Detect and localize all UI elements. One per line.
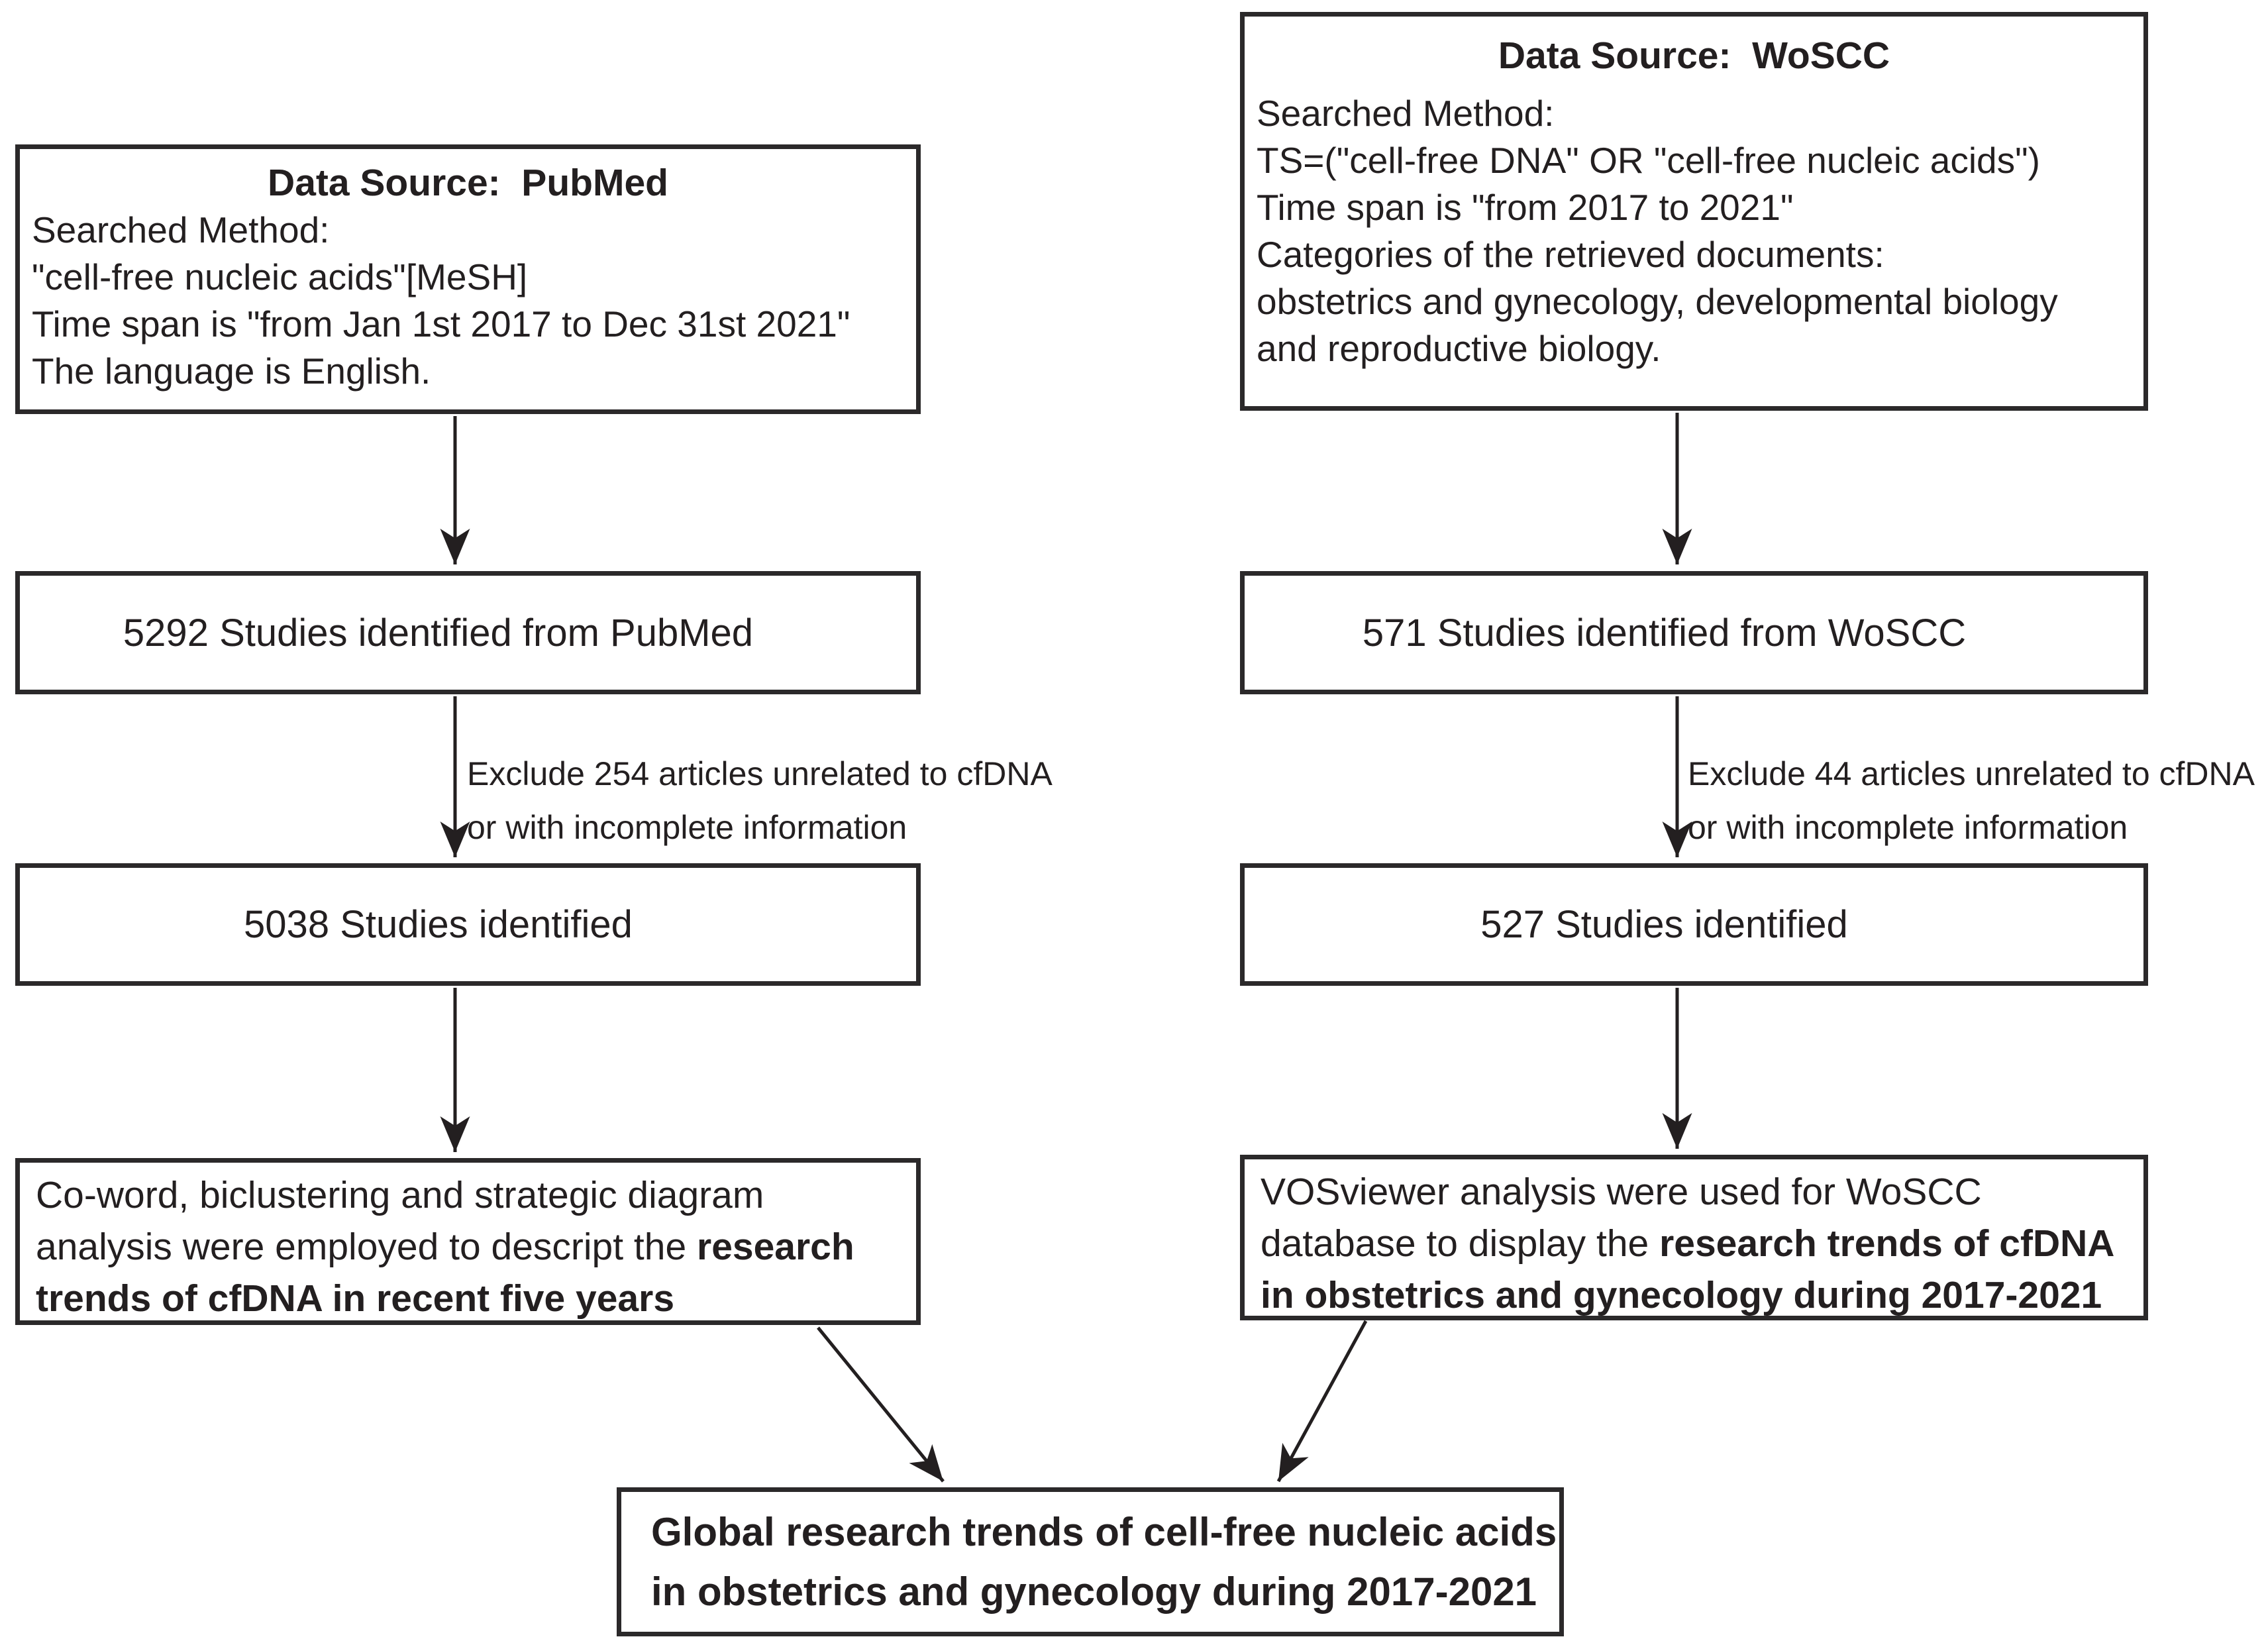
pubmed-source-box: Data Source: PubMed Searched Method: "cel… [15, 144, 921, 414]
bold-text-segment: research [697, 1226, 854, 1268]
pubmed-source-title: Data Source: PubMed [268, 162, 668, 204]
bold-text-segment: research trends of cfDNA [1659, 1222, 2115, 1265]
text-line: Categories of the retrieved documents: [1257, 234, 1884, 275]
woscc-screened-box: 527 Studies identified [1240, 863, 2148, 986]
arrow-woscc-analysis-to-final [1276, 1320, 1368, 1483]
text-line: analysis were employed to descript the r… [36, 1221, 903, 1273]
text-segment: VOSviewer analysis were used for WoSCC [1261, 1171, 1982, 1213]
text-segment: database to display the [1261, 1222, 1660, 1265]
text-line: Searched Method: [32, 209, 330, 250]
text-line: or with incomplete information [467, 809, 907, 846]
woscc-source-details: Searched Method: TS=("cell-free DNA" OR "… [1257, 90, 2132, 372]
text-line: in obstetrics and gynecology during 2017… [651, 1569, 1537, 1614]
text-line: trends of cfDNA in recent five years [36, 1273, 903, 1324]
bold-text-segment: in obstetrics and gynecology during 2017… [1261, 1274, 2102, 1316]
text-line: Exclude 44 articles unrelated to cfDNA [1688, 755, 2255, 792]
pubmed-screened-box: 5038 Studies identified [15, 863, 921, 986]
text-line: Co-word, biclustering and strategic diag… [36, 1169, 903, 1221]
text-line: "cell-free nucleic acids"[MeSH] [32, 256, 528, 297]
text-segment: analysis were employed to descript the [36, 1226, 697, 1268]
text-line: obstetrics and gynecology, developmental… [1257, 281, 2058, 322]
woscc-source-title: Data Source: WoSCC [1498, 34, 1890, 77]
text-line: Searched Method: [1257, 93, 1555, 134]
text-line: in obstetrics and gynecology during 2017… [1261, 1269, 2130, 1321]
text-line: VOSviewer analysis were used for WoSCC [1261, 1166, 2130, 1218]
arrow-pubmed-analysis-to-final [817, 1326, 945, 1483]
bold-text-segment: trends of cfDNA in recent five years [36, 1277, 675, 1320]
woscc-exclusion-note: Exclude 44 articles unrelated to cfDNA or… [1688, 747, 2255, 855]
woscc-identified-box: 571 Studies identified from WoSCC [1240, 571, 2148, 694]
text-line: or with incomplete information [1688, 809, 2128, 846]
text-line: database to display the research trends … [1261, 1218, 2130, 1269]
pubmed-source-details: Searched Method: "cell-free nucleic acids… [32, 207, 904, 395]
text-line: Time span is "from Jan 1st 2017 to Dec 3… [32, 303, 850, 344]
final-result-box: Global research trends of cell-free nucl… [617, 1487, 1564, 1636]
pubmed-identified-box: 5292 Studies identified from PubMed [15, 571, 921, 694]
text-line: The language is English. [32, 350, 431, 392]
pubmed-analysis-box: Co-word, biclustering and strategic diag… [15, 1158, 921, 1325]
text-line: TS=("cell-free DNA" OR "cell-free nuclei… [1257, 140, 2040, 181]
woscc-analysis-box: VOSviewer analysis were used for WoSCC da… [1240, 1155, 2148, 1320]
text-line: Exclude 254 articles unrelated to cfDNA [467, 755, 1053, 792]
woscc-source-box: Data Source: WoSCC Searched Method: TS=("… [1240, 12, 2148, 411]
text-line: Time span is "from 2017 to 2021" [1257, 187, 1794, 228]
text-line: Global research trends of cell-free nucl… [651, 1509, 1557, 1554]
pubmed-exclusion-note: Exclude 254 articles unrelated to cfDNA o… [467, 747, 1053, 855]
text-segment: Co-word, biclustering and strategic diag… [36, 1174, 764, 1216]
text-line: and reproductive biology. [1257, 328, 1661, 369]
